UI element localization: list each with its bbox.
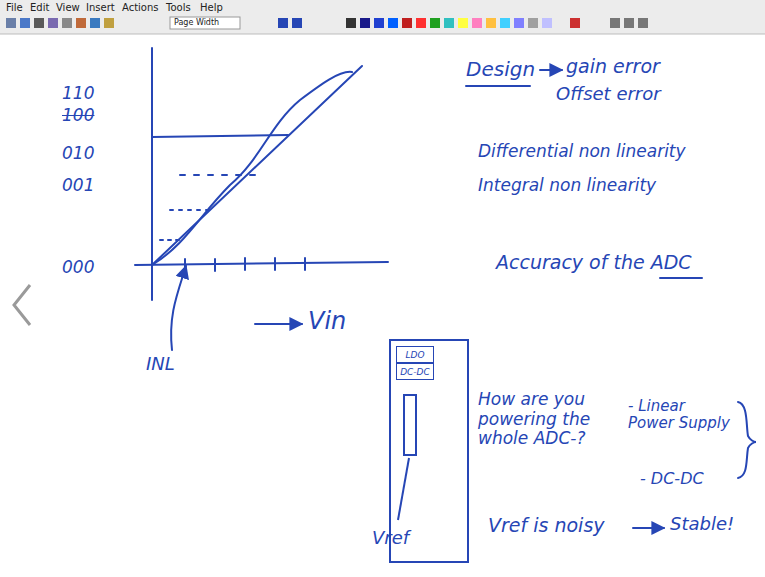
- handwritten-note: 010: [62, 144, 94, 164]
- handwritten-note: Differential non linearity: [478, 142, 686, 162]
- page-chevron: [14, 285, 30, 325]
- notes-ink: [466, 70, 756, 528]
- handwritten-note: Stable!: [670, 514, 734, 535]
- handwritten-note: 100: [62, 106, 94, 126]
- menu-item: Insert: [86, 2, 115, 14]
- handwritten-note: 110: [62, 84, 94, 104]
- menu-item: View: [56, 2, 80, 14]
- handwritten-note: Vin: [308, 308, 346, 336]
- handwritten-note: Vref is noisy: [488, 515, 605, 537]
- menu-item: Actions: [122, 2, 159, 14]
- handwritten-note: Design: [466, 58, 535, 81]
- chip-block: DC-DC: [396, 363, 434, 380]
- handwritten-note: How are you powering the whole ADC-?: [478, 390, 628, 449]
- handwritten-note: - DC-DC: [640, 470, 704, 488]
- handwritten-note: Accuracy of the ADC: [496, 252, 692, 274]
- handwritten-note: Offset error: [556, 84, 661, 105]
- toolbar-icons: [6, 17, 648, 29]
- menu-item: File: [6, 2, 23, 14]
- block-name: DC-DC: [400, 367, 430, 377]
- handwritten-note: Vref: [372, 528, 409, 549]
- handwritten-note: Integral non linearity: [478, 176, 656, 196]
- handwritten-note: - Linear Power Supply: [628, 398, 734, 433]
- menu-item: Page Width: [174, 18, 219, 27]
- handwritten-note: 000: [62, 258, 94, 278]
- block-name: LDO: [405, 350, 424, 360]
- menu-item: Edit: [30, 2, 49, 14]
- handwritten-note: INL: [146, 354, 175, 375]
- toolbar-bar: [0, 0, 765, 34]
- handwritten-note: gain error: [566, 56, 660, 78]
- menu-item: Help: [200, 2, 223, 14]
- menu-item: Tools: [166, 2, 191, 14]
- adc-transfer-graph: [135, 48, 388, 350]
- chip-block: LDO: [396, 346, 434, 363]
- handwritten-note: 001: [62, 176, 94, 196]
